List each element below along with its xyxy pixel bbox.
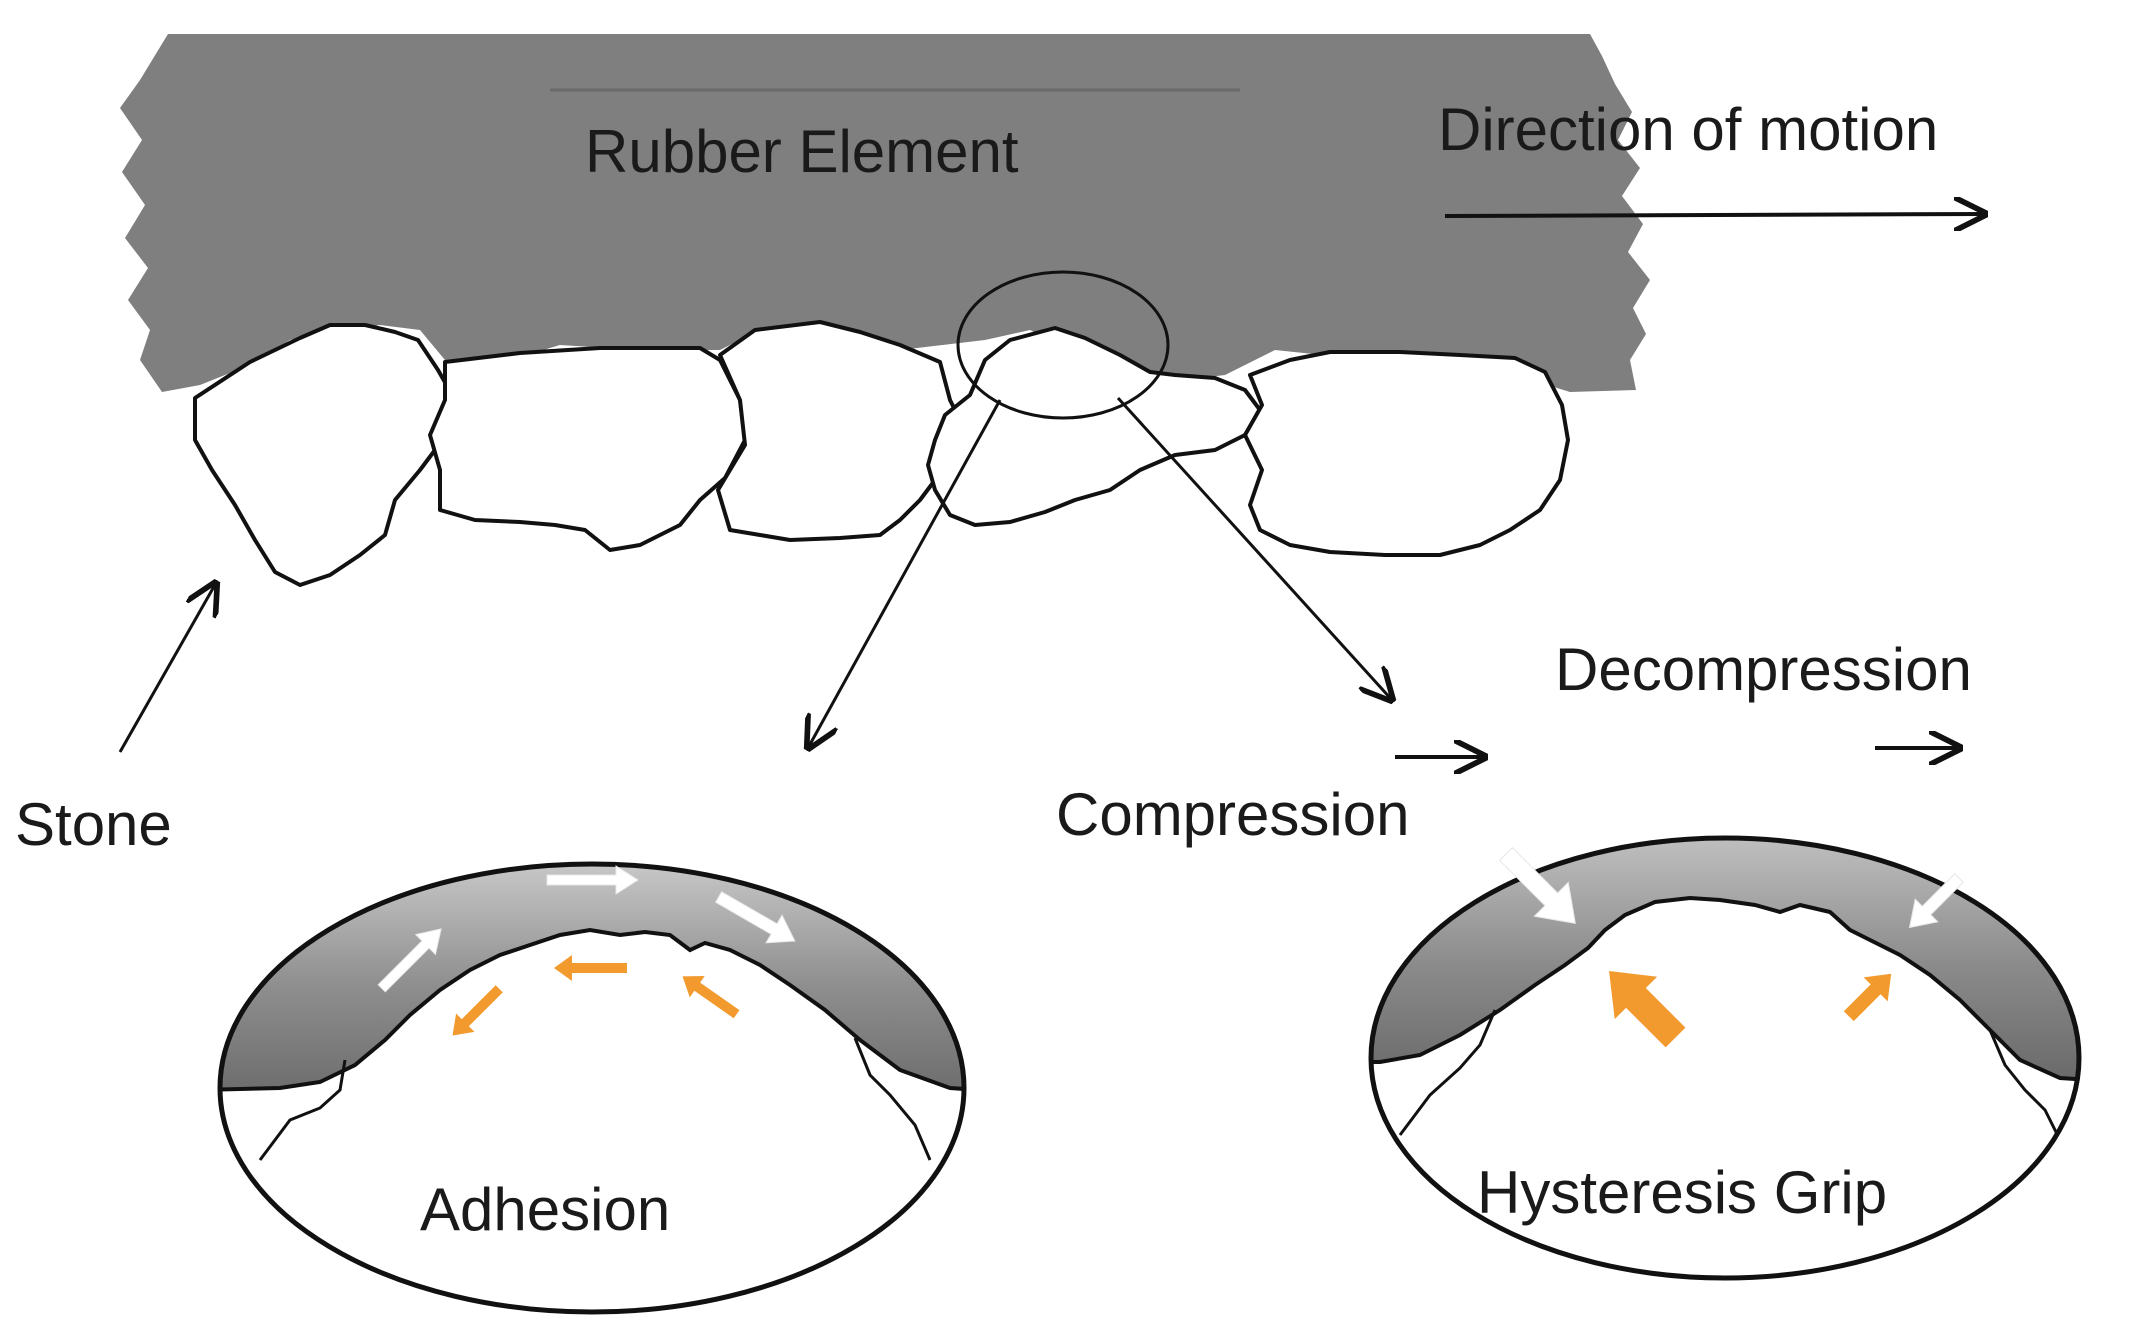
adhesion-white-arrows [377, 865, 796, 993]
stone-2 [428, 346, 747, 552]
hysteresis-stone-outline [1371, 895, 2079, 1082]
stone-5 [1243, 350, 1570, 557]
adhesion-stone-right-edge [853, 1037, 932, 1161]
adhesion-orange-arrows [452, 955, 740, 1036]
stone-layer [193, 320, 1570, 587]
hysteresis-stone-left-edge [1398, 1009, 1497, 1136]
stone-1 [193, 323, 457, 587]
stone-pointer-arrow [118, 583, 216, 753]
rubber-element-label: Rubber Element [585, 118, 1019, 185]
adhesion-stone-outline [220, 927, 964, 1092]
hysteresis-white-arrows [1498, 846, 1964, 929]
rubber-element-block [120, 34, 1650, 392]
stone-label: Stone [15, 791, 172, 858]
decompression-label: Decompression [1555, 636, 1972, 703]
zoom-arrow-adhesion [808, 399, 1002, 748]
adhesion-stone-left-edge [258, 1059, 347, 1161]
compression-label: Compression [1056, 781, 1409, 848]
adhesion-zoom [217, 861, 967, 1315]
zoom-arrow-hysteresis [1116, 396, 1392, 700]
hysteresis-grip-label: Hysteresis Grip [1477, 1159, 1887, 1226]
stone-4 [926, 326, 1262, 527]
stone-3 [716, 320, 962, 542]
hysteresis-orange-arrows [1609, 971, 1892, 1048]
magnifier-circle [956, 270, 1170, 420]
adhesion-label: Adhesion [420, 1176, 670, 1243]
motion-arrow [1444, 214, 1985, 216]
direction-of-motion-label: Direction of motion [1438, 96, 1938, 163]
hysteresis-zoom [1368, 835, 2082, 1281]
hysteresis-stone-right-edge [1988, 1029, 2062, 1141]
adhesion-rubber-band [220, 864, 964, 1090]
